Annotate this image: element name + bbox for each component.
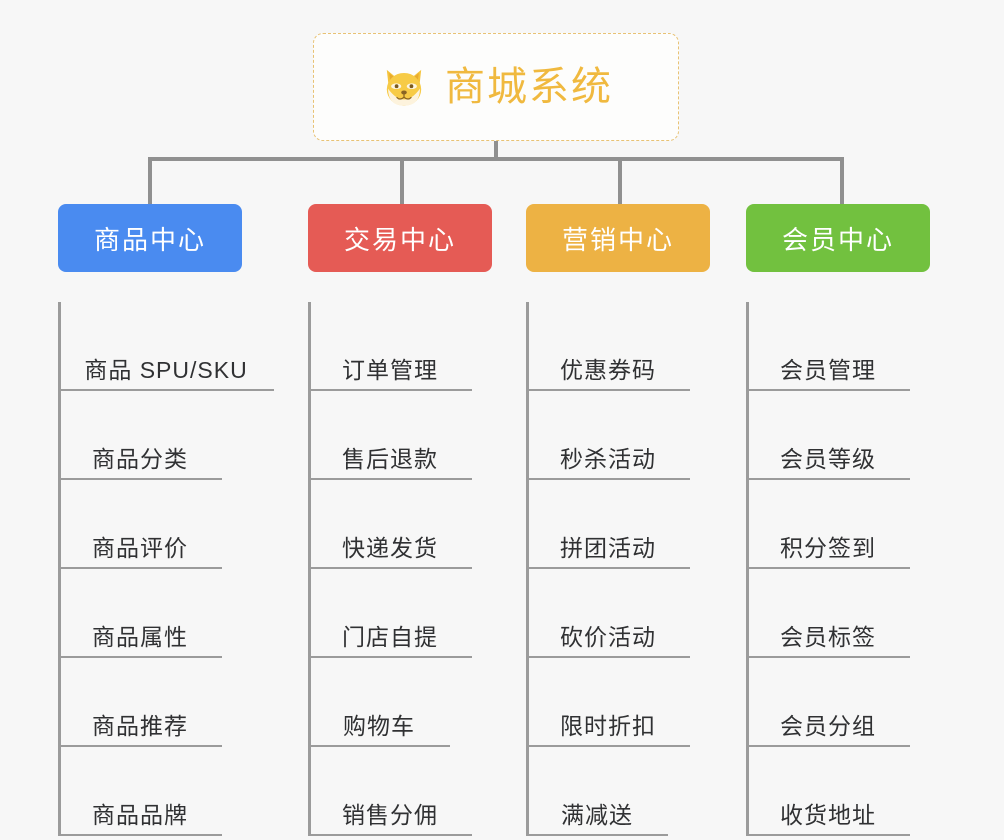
list-item[interactable]: 商品分类 xyxy=(58,391,222,480)
leaf-label: 商品 SPU/SKU xyxy=(84,357,248,383)
leaf-label: 商品品牌 xyxy=(92,802,188,828)
list-item[interactable]: 优惠券码 xyxy=(526,302,690,391)
branch-spine-4 xyxy=(746,302,749,836)
branch-column-2: 交易中心 订单管理 售后退款 快递发货 门店自提 购物车 销售分佣 xyxy=(308,204,492,836)
list-item[interactable]: 购物车 xyxy=(308,658,450,747)
list-item[interactable]: 限时折扣 xyxy=(526,658,690,747)
branch-header-label: 商品中心 xyxy=(93,224,206,255)
leaf-label: 限时折扣 xyxy=(560,713,656,739)
branch-header-2[interactable]: 交易中心 xyxy=(308,204,492,272)
branch-column-4: 会员中心 会员管理 会员等级 积分签到 会员标签 会员分组 收货地址 xyxy=(746,204,930,836)
list-item[interactable]: 会员管理 xyxy=(746,302,910,391)
branch-spine-2 xyxy=(308,302,311,836)
branch-body-4: 会员管理 会员等级 积分签到 会员标签 会员分组 收货地址 xyxy=(746,302,930,836)
list-item[interactable]: 商品 SPU/SKU xyxy=(58,302,274,391)
branch-spine-1 xyxy=(58,302,61,836)
branch-spine-3 xyxy=(526,302,529,836)
list-item[interactable]: 积分签到 xyxy=(746,480,910,569)
leaf-label: 满减送 xyxy=(561,802,633,828)
connector-drop-branch-2 xyxy=(400,157,404,206)
leaf-label: 会员分组 xyxy=(780,713,876,739)
connector-drop-branch-4 xyxy=(840,157,844,206)
branch-body-3: 优惠券码 秒杀活动 拼团活动 砍价活动 限时折扣 满减送 xyxy=(526,302,710,836)
branch-column-1: 商品中心 商品 SPU/SKU 商品分类 商品评价 商品属性 商品推荐 商品品牌 xyxy=(58,204,274,836)
leaf-label: 商品分类 xyxy=(92,446,188,472)
leaf-label: 收货地址 xyxy=(780,802,876,828)
connector-drop-branch-1 xyxy=(148,157,152,206)
list-item[interactable]: 会员等级 xyxy=(746,391,910,480)
branch-body-2: 订单管理 售后退款 快递发货 门店自提 购物车 销售分佣 xyxy=(308,302,492,836)
leaf-label: 商品推荐 xyxy=(92,713,188,739)
list-item[interactable]: 商品属性 xyxy=(58,569,222,658)
branch-body-1: 商品 SPU/SKU 商品分类 商品评价 商品属性 商品推荐 商品品牌 xyxy=(58,302,274,836)
leaf-label: 秒杀活动 xyxy=(560,446,656,472)
branch-header-3[interactable]: 营销中心 xyxy=(526,204,710,272)
list-item[interactable]: 销售分佣 xyxy=(308,747,472,836)
branch-header-4[interactable]: 会员中心 xyxy=(746,204,930,272)
list-item[interactable]: 拼团活动 xyxy=(526,480,690,569)
leaf-label: 商品属性 xyxy=(92,624,188,650)
leaf-label: 积分签到 xyxy=(780,535,876,561)
list-item[interactable]: 门店自提 xyxy=(308,569,472,658)
leaf-label: 优惠券码 xyxy=(560,357,656,383)
branch-header-label: 会员中心 xyxy=(781,224,894,255)
connector-root-stem xyxy=(494,141,498,159)
branch-header-label: 营销中心 xyxy=(561,224,674,255)
list-item[interactable]: 商品品牌 xyxy=(58,747,222,836)
list-item[interactable]: 会员分组 xyxy=(746,658,910,747)
leaf-label: 拼团活动 xyxy=(560,535,656,561)
list-item[interactable]: 会员标签 xyxy=(746,569,910,658)
branch-header-1[interactable]: 商品中心 xyxy=(58,204,242,272)
leaf-label: 销售分佣 xyxy=(342,802,438,828)
leaf-label: 会员管理 xyxy=(780,357,876,383)
branch-column-3: 营销中心 优惠券码 秒杀活动 拼团活动 砍价活动 限时折扣 满减送 xyxy=(526,204,710,836)
list-item[interactable]: 订单管理 xyxy=(308,302,472,391)
root-node[interactable]: 商城系统 xyxy=(313,33,679,141)
leaf-label: 会员等级 xyxy=(780,446,876,472)
shiba-dog-face-icon xyxy=(386,69,422,107)
leaf-label: 会员标签 xyxy=(780,624,876,650)
branch-header-label: 交易中心 xyxy=(343,224,456,255)
list-item[interactable]: 商品评价 xyxy=(58,480,222,569)
list-item[interactable]: 商品推荐 xyxy=(58,658,222,747)
list-item[interactable]: 满减送 xyxy=(526,747,668,836)
leaf-label: 商品评价 xyxy=(92,535,188,561)
connector-horizontal-bus xyxy=(148,157,844,161)
leaf-label: 购物车 xyxy=(343,713,415,739)
list-item[interactable]: 收货地址 xyxy=(746,747,910,836)
list-item[interactable]: 秒杀活动 xyxy=(526,391,690,480)
leaf-label: 订单管理 xyxy=(342,357,438,383)
leaf-label: 门店自提 xyxy=(342,624,438,650)
root-title: 商城系统 xyxy=(445,65,613,109)
leaf-label: 售后退款 xyxy=(342,446,438,472)
list-item[interactable]: 快递发货 xyxy=(308,480,472,569)
list-item[interactable]: 砍价活动 xyxy=(526,569,690,658)
connector-drop-branch-3 xyxy=(618,157,622,206)
leaf-label: 砍价活动 xyxy=(560,624,656,650)
leaf-label: 快递发货 xyxy=(342,535,438,561)
list-item[interactable]: 售后退款 xyxy=(308,391,472,480)
